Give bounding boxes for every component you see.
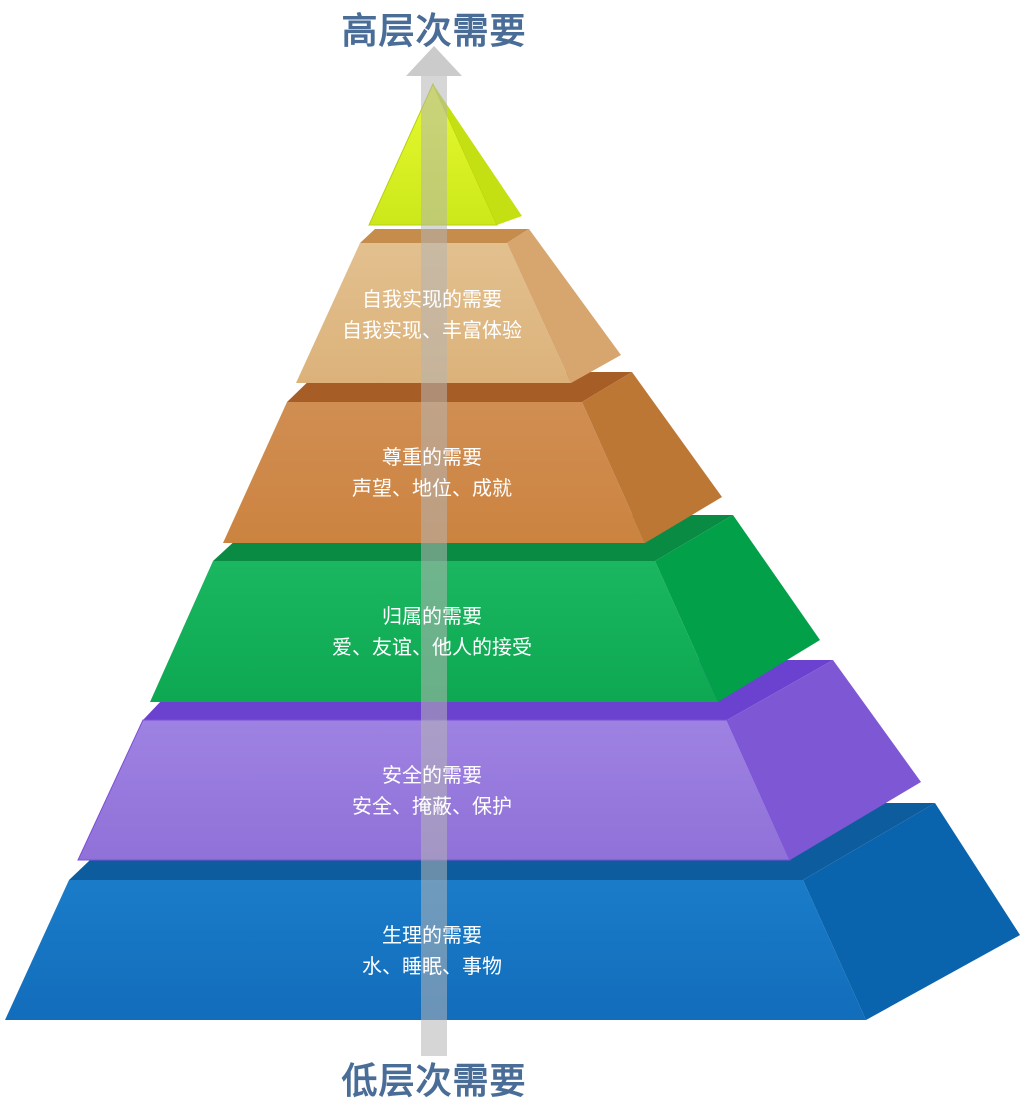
- label-belonging: 归属的需要 爱、友谊、他人的接受: [232, 601, 632, 663]
- level-title: 安全的需要: [382, 763, 482, 787]
- level-title: 自我实现的需要: [362, 287, 502, 311]
- level-self-actualization-side: [507, 229, 621, 383]
- level-esteem-side: [582, 372, 722, 543]
- level-detail: 爱、友谊、他人的接受: [332, 635, 532, 659]
- arrow-head: [406, 46, 462, 76]
- bottom-axis-label: 低层次需要: [341, 1061, 527, 1102]
- vertical-axis-arrow: [406, 46, 462, 1056]
- top-axis-label: 高层次需要: [341, 11, 527, 52]
- level-detail: 水、睡眠、事物: [362, 954, 502, 978]
- level-safety-side: [727, 660, 921, 860]
- level-detail: 声望、地位、成就: [352, 476, 512, 500]
- level-detail: 自我实现、丰富体验: [342, 318, 522, 342]
- label-physiological: 生理的需要 水、睡眠、事物: [232, 920, 632, 982]
- label-safety: 安全的需要 安全、掩蔽、保护: [232, 760, 632, 822]
- label-self-actualization: 自我实现的需要 自我实现、丰富体验: [232, 284, 632, 346]
- level-title: 生理的需要: [382, 923, 482, 947]
- level-title: 尊重的需要: [382, 445, 482, 469]
- level-belonging-side: [655, 515, 820, 702]
- level-physiological-side: [803, 803, 1020, 1020]
- level-title: 归属的需要: [382, 604, 482, 628]
- arrow-shaft: [421, 76, 447, 1056]
- level-detail: 安全、掩蔽、保护: [352, 794, 512, 818]
- apex-side: [433, 84, 522, 225]
- label-esteem: 尊重的需要 声望、地位、成就: [232, 442, 632, 504]
